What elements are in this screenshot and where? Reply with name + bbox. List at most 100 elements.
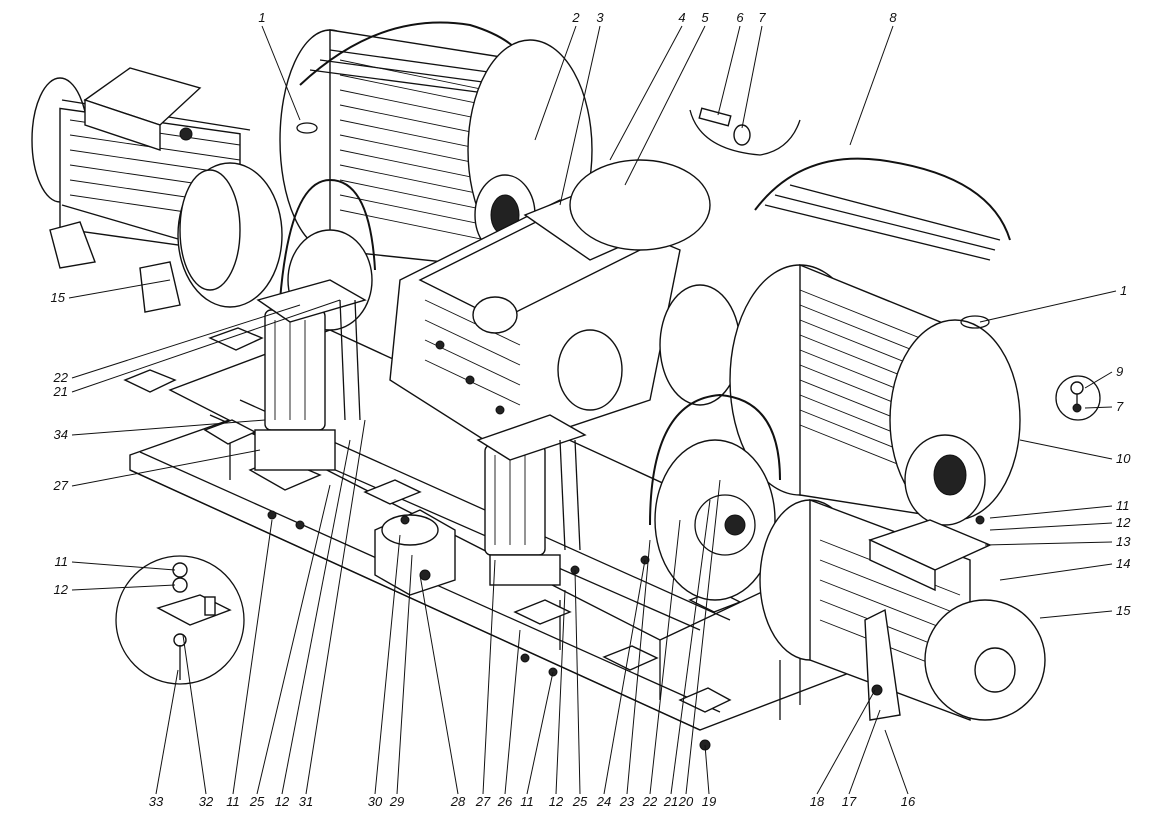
callout-leader-right-1 [1084,371,1113,389]
callout-leader-bottom-11 [526,671,554,795]
callout-leader-left-5 [71,561,176,571]
callout-label-bottom-14: 24 [596,794,611,809]
callout-leader-bottom-15 [626,539,651,795]
callout-label-right-1: 9 [1116,364,1123,379]
callout-leader-bottom-20 [816,689,876,795]
detail-circle-right [1055,375,1101,421]
callout-label-bottom-19: 19 [702,794,716,809]
detail-circle-top [689,107,801,156]
right-motor [759,498,1046,722]
callout-leader-left-0 [68,279,171,299]
callout-leader-bottom-12 [555,589,566,795]
callout-leader-left-6 [71,584,176,591]
callout-label-left-5: 11 [55,554,69,569]
callout-label-right-4: 11 [1116,498,1130,513]
callout-label-bottom-7: 29 [389,794,404,809]
callout-label-bottom-22: 16 [901,794,916,809]
gearbox [389,159,741,451]
right-brake-unit [476,414,587,586]
callout-leader-bottom-2 [232,519,273,795]
callout-leader-right-7 [999,563,1113,581]
callout-label-top-3: 4 [678,10,685,25]
left-motor [31,67,283,313]
callout-label-bottom-3: 25 [249,794,265,809]
callout-leader-right-2 [1084,406,1113,409]
callout-leader-bottom-16 [649,519,681,795]
callout-leader-right-6 [984,541,1113,546]
callout-label-bottom-12: 12 [549,794,564,809]
callout-label-top-4: 5 [701,10,709,25]
callout-leader-left-2 [71,299,341,393]
callout-leader-bottom-5 [305,419,366,795]
callout-label-left-4: 27 [53,478,69,493]
callout-leader-left-4 [71,449,261,487]
callout-leader-bottom-13 [574,569,581,795]
callout-label-left-2: 21 [53,384,68,399]
callout-label-top-5: 6 [736,10,744,25]
callout-leader-bottom-18 [685,479,721,795]
callout-label-bottom-9: 27 [475,794,491,809]
callout-leader-right-3 [1019,439,1113,460]
callout-label-top-0: 1 [258,10,265,25]
callout-leader-top-5 [717,25,741,116]
callout-leader-top-7 [849,25,894,146]
callout-leader-bottom-3 [256,484,331,795]
callout-label-left-0: 15 [51,290,66,305]
callout-leader-right-0 [979,290,1117,323]
callout-leader-bottom-4 [281,439,351,795]
callout-label-top-7: 8 [889,10,897,25]
detail-circle-left [115,555,245,685]
callout-leader-right-8 [1039,610,1113,619]
callout-label-bottom-6: 30 [368,794,383,809]
callout-label-left-3: 34 [54,427,68,442]
left-brake-unit [254,279,367,471]
callout-label-right-5: 12 [1116,515,1131,530]
callout-leader-bottom-17 [670,499,711,795]
callout-label-bottom-1: 32 [199,794,214,809]
callout-leader-right-5 [989,522,1113,531]
callout-leader-left-1 [71,304,301,379]
callout-label-right-8: 15 [1116,603,1131,618]
callout-label-bottom-2: 11 [226,794,240,809]
callout-leader-bottom-21 [848,709,881,795]
callout-leader-top-0 [261,25,301,121]
callout-label-bottom-5: 31 [299,794,313,809]
callout-label-bottom-8: 28 [450,794,466,809]
callout-leader-bottom-22 [884,729,909,795]
callout-leader-bottom-9 [482,559,496,795]
callout-label-bottom-13: 25 [572,794,588,809]
callout-leader-top-2 [559,25,601,206]
callout-leader-right-4 [989,505,1113,519]
callout-label-bottom-11: 11 [520,794,534,809]
right-drum [649,157,1021,601]
callout-label-top-6: 7 [758,10,766,25]
callout-leader-bottom-1 [182,634,207,795]
callout-label-bottom-0: 33 [149,794,164,809]
callout-label-bottom-16: 22 [642,794,658,809]
callout-leader-bottom-10 [504,629,521,795]
callout-label-bottom-20: 18 [810,794,825,809]
callout-leader-bottom-7 [396,554,413,795]
callout-leader-bottom-19 [704,744,710,795]
callout-label-bottom-4: 12 [275,794,290,809]
center-support [374,509,456,596]
callout-label-bottom-10: 26 [497,794,513,809]
callout-label-bottom-17: 21 [663,794,678,809]
callout-leaders [68,25,1117,795]
callout-leader-left-3 [71,419,266,436]
callout-label-bottom-18: 20 [678,794,694,809]
callout-label-right-0: 1 [1120,283,1127,298]
callout-leader-bottom-0 [155,669,179,795]
callout-leader-top-4 [624,25,706,186]
callout-leader-top-3 [609,25,683,161]
callout-label-right-7: 14 [1116,556,1130,571]
callout-label-bottom-15: 23 [619,794,635,809]
callout-leader-top-1 [534,25,577,141]
callout-leader-bottom-8 [419,574,459,795]
callout-label-bottom-21: 17 [842,794,857,809]
callout-label-top-1: 2 [571,10,580,25]
callout-label-right-6: 13 [1116,534,1131,549]
callout-leader-bottom-6 [374,534,401,795]
